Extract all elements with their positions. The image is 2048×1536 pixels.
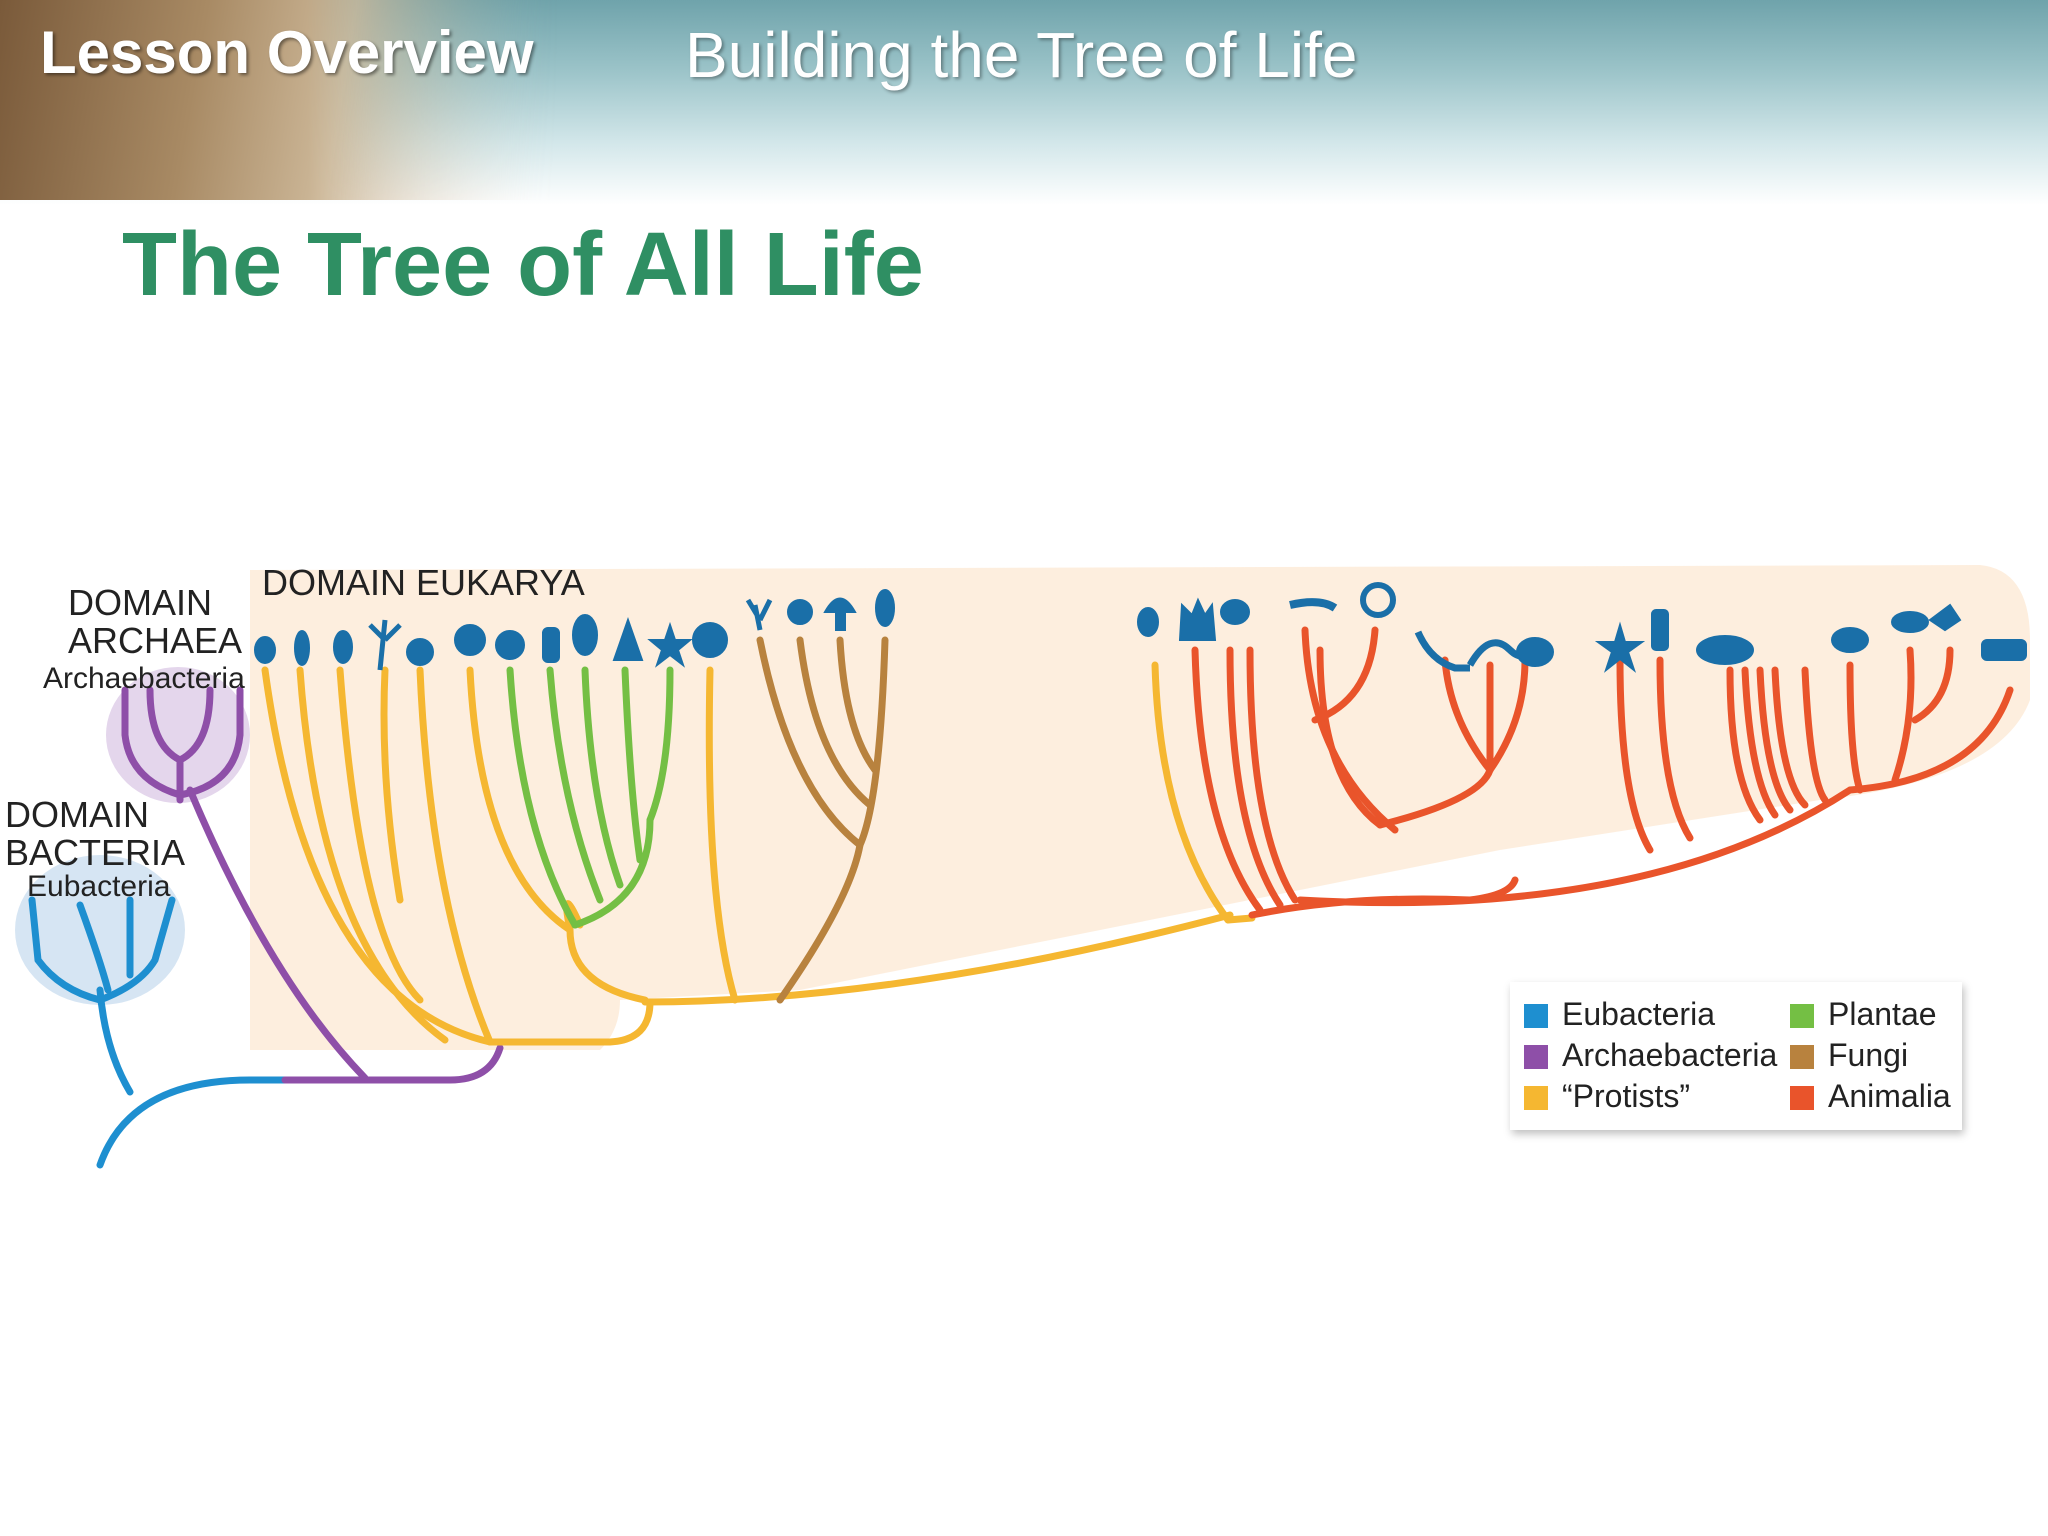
bacteria-title-line1: DOMAIN — [5, 794, 149, 835]
eukarya-region — [250, 565, 2030, 1050]
archaea-title-line1: DOMAIN — [68, 582, 212, 623]
protist-branches — [261, 661, 1256, 1046]
flower-icon — [647, 621, 693, 668]
radiolarian-icon — [454, 624, 486, 656]
legend-item-plantae: Plantae — [1790, 996, 1937, 1033]
legend-label: Plantae — [1828, 996, 1937, 1032]
sponge-icon — [1178, 597, 1217, 641]
lesson-overview-label: Lesson Overview — [40, 19, 534, 86]
conifer-icon — [612, 616, 644, 661]
rotifer-icon — [1360, 582, 1396, 618]
choanoflagellate-icon — [1137, 607, 1159, 637]
bacteria-title-line2: BACTERIA — [5, 832, 186, 873]
archaea-domain-title: DOMAIN ARCHAEA — [68, 584, 242, 660]
header-photo — [0, 0, 560, 200]
mollusk-icon — [1516, 637, 1554, 667]
bacteria-branches — [28, 896, 289, 1169]
archaea-branches — [121, 686, 504, 1084]
euglena-icon — [294, 630, 310, 666]
flatworm-icon — [1289, 598, 1338, 612]
legend-label: Archaebacteria — [1562, 1037, 1778, 1073]
fern-icon — [572, 614, 598, 656]
tunicate-icon — [1651, 609, 1669, 651]
bacteria-region — [15, 855, 185, 1005]
legend-item-protists: “Protists” — [1524, 1078, 1690, 1115]
fungi-swatch — [1790, 1045, 1814, 1069]
plant-branches — [506, 666, 674, 929]
alga-icon — [368, 619, 402, 671]
animalia-swatch — [1790, 1086, 1814, 1110]
plantae-swatch — [1790, 1004, 1814, 1028]
slide-title: The Tree of All Life — [122, 215, 924, 315]
moss-icon — [542, 627, 560, 663]
legend-label: Fungi — [1828, 1037, 1909, 1073]
protists-swatch — [1524, 1086, 1548, 1110]
bacteria-subtitle: Eubacteria — [27, 870, 171, 903]
archaebacteria-swatch — [1524, 1045, 1548, 1069]
lizard-icon — [1891, 611, 1929, 633]
organism-icons — [254, 582, 2027, 673]
fungi-branches — [756, 636, 889, 1004]
foram-icon — [406, 638, 434, 666]
legend-label: Animalia — [1828, 1078, 1951, 1114]
fish-icon — [1696, 635, 1754, 665]
amoeba-icon — [254, 636, 276, 664]
legend-item-archaebacteria: Archaebacteria — [1524, 1037, 1777, 1074]
archaea-title-line2: ARCHAEA — [68, 620, 243, 661]
mold-icon — [745, 598, 773, 631]
yeast-icon — [787, 599, 813, 625]
mushroom-icon — [823, 597, 857, 631]
legend-item-eubacteria: Eubacteria — [1524, 996, 1715, 1033]
tree-icon — [692, 622, 728, 658]
bacteria-domain-title: DOMAIN BACTERIA — [5, 796, 185, 872]
diatom-icon — [495, 630, 525, 660]
paramecium-icon — [333, 630, 353, 664]
bird-icon — [1928, 603, 1962, 632]
jellyfish-icon — [1220, 599, 1250, 625]
legend: Eubacteria Archaebacteria “Protists” Pla… — [1510, 982, 1962, 1130]
legend-item-fungi: Fungi — [1790, 1037, 1908, 1074]
frog-icon — [1831, 627, 1869, 653]
snail-icon — [1414, 630, 1470, 672]
lesson-header: Lesson Overview Building the Tree of Lif… — [0, 0, 2048, 205]
eubacteria-swatch — [1524, 1004, 1548, 1028]
mammal-icon — [1981, 639, 2027, 661]
archaea-subtitle: Archaebacteria — [43, 662, 245, 695]
morel-icon — [875, 589, 895, 627]
legend-label: Eubacteria — [1562, 996, 1715, 1032]
legend-item-animalia: Animalia — [1790, 1078, 1951, 1115]
animal-branches — [1191, 626, 2014, 919]
lesson-title: Building the Tree of Life — [685, 19, 1358, 91]
eukarya-domain-title: DOMAIN EUKARYA — [262, 562, 585, 603]
starfish-icon — [1594, 621, 1646, 673]
tree-of-life-diagram — [15, 565, 2030, 1169]
legend-label: “Protists” — [1562, 1078, 1690, 1114]
